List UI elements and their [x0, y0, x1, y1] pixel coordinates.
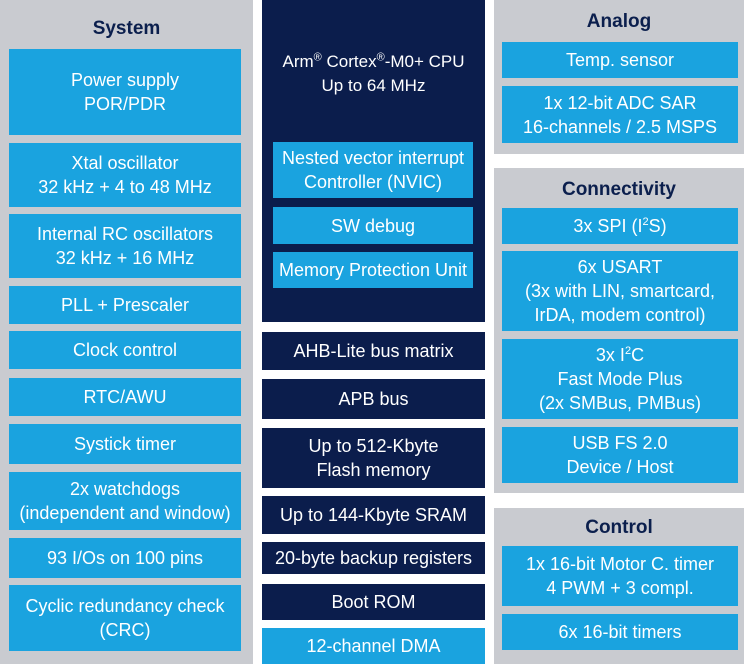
- backup-registers-block: 20-byte backup registers: [262, 542, 485, 574]
- spi-block: 3x SPI (I2S): [502, 208, 738, 244]
- power-supply-block: Power supply POR/PDR: [9, 49, 241, 135]
- block-line: Nested vector interrupt: [281, 148, 465, 168]
- i2c-suffix: C: [631, 345, 645, 365]
- block-line: 1x 12-bit ADC SAR: [543, 92, 697, 113]
- temp-sensor-block: Temp. sensor: [502, 42, 738, 78]
- mpu-block: Memory Protection Unit: [273, 252, 473, 288]
- timers-block: 6x 16-bit timers: [502, 614, 738, 650]
- adc-block: 1x 12-bit ADC SAR 16-channels / 2.5 MSPS: [502, 86, 738, 143]
- block-line: Device / Host: [566, 457, 674, 477]
- analog-title: Analog: [586, 11, 652, 32]
- internal-rc-oscillators-block: Internal RC oscillators 32 kHz + 16 MHz: [9, 214, 241, 278]
- analog-panel: Analog Temp. sensor 1x 12-bit ADC SAR 16…: [494, 0, 744, 154]
- block-line: POR/PDR: [83, 94, 166, 114]
- crc-block: Cyclic redundancy check (CRC): [9, 585, 241, 651]
- cpu-name: Cortex: [326, 52, 377, 71]
- block-line: Boot ROM: [331, 592, 416, 612]
- apb-bus-block: APB bus: [262, 379, 485, 419]
- nvic-block: Nested vector interrupt Controller (NVIC…: [273, 142, 473, 198]
- control-panel: Control 1x 16-bit Motor C. timer 4 PWM +…: [494, 508, 744, 664]
- block-line: 6x 16-bit timers: [558, 622, 682, 642]
- block-line: 16-channels / 2.5 MSPS: [522, 116, 718, 137]
- registered-mark: ®: [313, 51, 322, 64]
- block-line: (3x with LIN, smartcard,: [524, 281, 716, 301]
- block-line: 1x 16-bit Motor C. timer: [525, 554, 715, 574]
- block-line: Flash memory: [316, 460, 431, 480]
- clock-control-block: Clock control: [9, 331, 241, 369]
- i2c-block: 3x I2C Fast Mode Plus (2x SMBus, PMBus): [502, 339, 738, 419]
- block-line: Clock control: [72, 340, 178, 360]
- cpu-frequency: Up to 64 MHz: [321, 76, 426, 95]
- systick-timer-block: Systick timer: [9, 424, 241, 464]
- block-line: Internal RC oscillators: [36, 224, 214, 244]
- cpu-title: Arm® Cortex®-M0+ CPU Up to 64 MHz: [262, 50, 485, 98]
- connectivity-panel: Connectivity 3x SPI (I2S) 6x USART (3x w…: [494, 168, 744, 493]
- ahb-bus-matrix-block: AHB-Lite bus matrix: [262, 332, 485, 370]
- block-line: 2x watchdogs: [69, 479, 181, 499]
- spi-superscript: 2: [642, 216, 649, 228]
- block-line: AHB-Lite bus matrix: [293, 341, 454, 361]
- rtc-awu-block: RTC/AWU: [9, 378, 241, 416]
- sram-block: Up to 144-Kbyte SRAM: [262, 496, 485, 534]
- block-line: RTC/AWU: [83, 387, 167, 407]
- block-line: Xtal oscillator: [71, 153, 179, 173]
- block-line: Systick timer: [73, 434, 176, 454]
- spi-label: 3x SPI (I2S): [573, 214, 666, 238]
- block-line: IrDA, modem control): [534, 305, 706, 325]
- block-line: 93 I/Os on 100 pins: [46, 548, 204, 568]
- cpu-model: -M0+ CPU: [384, 52, 465, 71]
- flash-memory-block: Up to 512-Kbyte Flash memory: [262, 428, 485, 488]
- block-line: Up to 144-Kbyte SRAM: [279, 505, 468, 525]
- i2c-superscript: 2: [624, 345, 632, 357]
- block-line: PLL + Prescaler: [61, 295, 189, 315]
- block-line: Up to 512-Kbyte: [308, 436, 439, 456]
- block-line: Power supply: [70, 70, 180, 90]
- cpu-brand: Arm: [282, 52, 314, 71]
- block-line: 4 PWM + 3 compl.: [546, 578, 694, 598]
- boot-rom-block: Boot ROM: [262, 584, 485, 620]
- block-line: Controller (NVIC): [303, 172, 443, 192]
- block-line: 12-channel DMA: [306, 636, 441, 656]
- i2c-label: 3x I2C: [596, 343, 644, 367]
- usart-block: 6x USART (3x with LIN, smartcard, IrDA, …: [502, 251, 738, 331]
- xtal-oscillator-block: Xtal oscillator 32 kHz + 4 to 48 MHz: [9, 143, 241, 207]
- control-title: Control: [585, 517, 653, 538]
- io-pins-block: 93 I/Os on 100 pins: [9, 538, 241, 578]
- usb-block: USB FS 2.0 Device / Host: [502, 427, 738, 483]
- dma-block: 12-channel DMA: [262, 628, 485, 664]
- cpu-core-block: Arm® Cortex®-M0+ CPU Up to 64 MHz Nested…: [262, 0, 485, 322]
- block-line: Cyclic redundancy check: [25, 596, 225, 616]
- motor-timer-block: 1x 16-bit Motor C. timer 4 PWM + 3 compl…: [502, 546, 738, 606]
- block-line: Memory Protection Unit: [278, 260, 468, 280]
- pll-prescaler-block: PLL + Prescaler: [9, 286, 241, 324]
- block-line: Temp. sensor: [565, 50, 675, 70]
- block-line: 6x USART: [577, 257, 663, 277]
- spi-prefix: 3x SPI (I: [573, 216, 643, 236]
- block-line: APB bus: [338, 389, 409, 409]
- block-line: 32 kHz + 16 MHz: [55, 248, 195, 268]
- sw-debug-block: SW debug: [273, 207, 473, 244]
- system-panel: System Power supply POR/PDR Xtal oscilla…: [0, 0, 253, 664]
- block-line: (CRC): [99, 620, 151, 640]
- connectivity-title: Connectivity: [561, 179, 677, 200]
- registered-mark: ®: [376, 51, 385, 64]
- system-title: System: [92, 18, 161, 39]
- block-line: USB FS 2.0: [572, 433, 668, 453]
- block-line: SW debug: [330, 215, 416, 236]
- block-line: 20-byte backup registers: [274, 548, 473, 568]
- i2c-prefix: 3x I: [595, 345, 625, 365]
- spi-suffix: S): [648, 216, 667, 236]
- block-line: Fast Mode Plus: [557, 369, 683, 389]
- block-line: 32 kHz + 4 to 48 MHz: [38, 177, 212, 197]
- block-line: (independent and window): [19, 503, 231, 523]
- watchdogs-block: 2x watchdogs (independent and window): [9, 472, 241, 530]
- block-line: (2x SMBus, PMBus): [538, 393, 702, 413]
